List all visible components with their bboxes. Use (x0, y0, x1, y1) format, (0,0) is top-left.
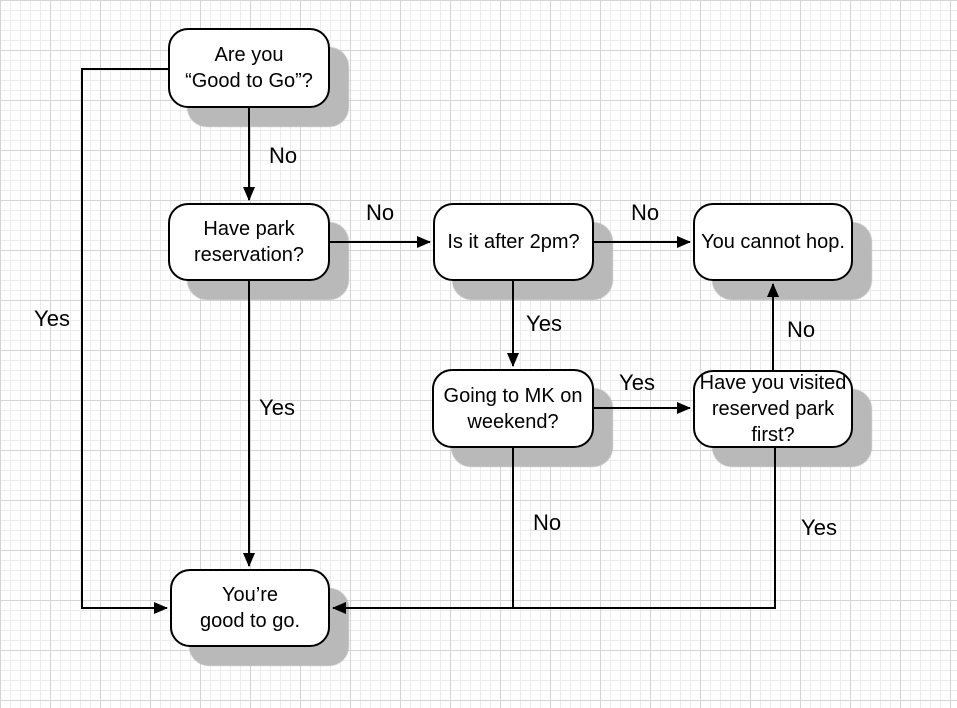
edge-label-after-2pm-no: No (630, 200, 660, 225)
node-label: Is it after 2pm? (447, 231, 580, 253)
edge-label-park-reservation-no: No (365, 200, 395, 225)
node-is-it-after-2pm: Is it after 2pm? (433, 203, 594, 281)
node-going-to-mk-weekend: Going to MK on weekend? (432, 369, 594, 448)
edge-label-good-to-go-yes: Yes (34, 306, 70, 331)
edge-label-visited-first-no: No (786, 317, 816, 342)
edge-mk-weekend-no-connector (332, 448, 514, 614)
node-have-park-reservation: Have park reservation? (168, 203, 330, 281)
edge-label-mk-weekend-yes: Yes (619, 370, 655, 395)
node-label: You cannot hop. (701, 231, 845, 253)
node-you-cannot-hop: You cannot hop. (693, 203, 853, 281)
node-visited-reserved-park-first: Have you visited reserved park first? (693, 370, 853, 448)
node-youre-good-to-go: You’re good to go. (170, 569, 330, 647)
edge-label-good-to-go-no: No (268, 143, 298, 168)
node-label: Are you “Good to Go”? (185, 44, 313, 92)
node-are-you-good-to-go: Are you “Good to Go”? (168, 28, 330, 108)
edge-label-visited-first-yes: Yes (801, 515, 837, 540)
node-label: You’re good to go. (199, 584, 301, 632)
node-label: Going to MK on weekend? (443, 384, 583, 433)
edge-label-park-reservation-yes: Yes (259, 395, 295, 420)
node-label: Have park reservation? (193, 218, 305, 266)
edge-good-to-go-yes-connector (81, 68, 168, 614)
edge-label-after-2pm-yes: Yes (526, 311, 562, 336)
edge-label-mk-weekend-no: No (532, 510, 562, 535)
node-label: Have you visited reserved park first? (699, 372, 847, 446)
